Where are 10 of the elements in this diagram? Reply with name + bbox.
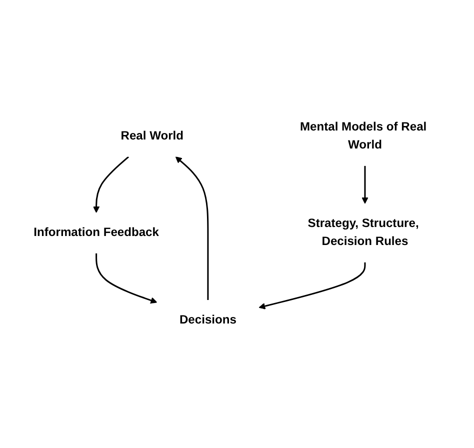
arrow — [93, 156, 130, 213]
node-text: Information Feedback — [34, 226, 159, 240]
arrow — [175, 156, 209, 300]
arrow — [258, 262, 366, 310]
node-text: Decisions — [179, 314, 236, 327]
node-text: Mental Models of Real World — [300, 120, 427, 152]
node-text: Strategy, Structure, Decision Rules — [308, 217, 419, 248]
node-text: Real World — [120, 130, 184, 143]
arrow — [96, 253, 158, 304]
arrow — [362, 166, 368, 204]
